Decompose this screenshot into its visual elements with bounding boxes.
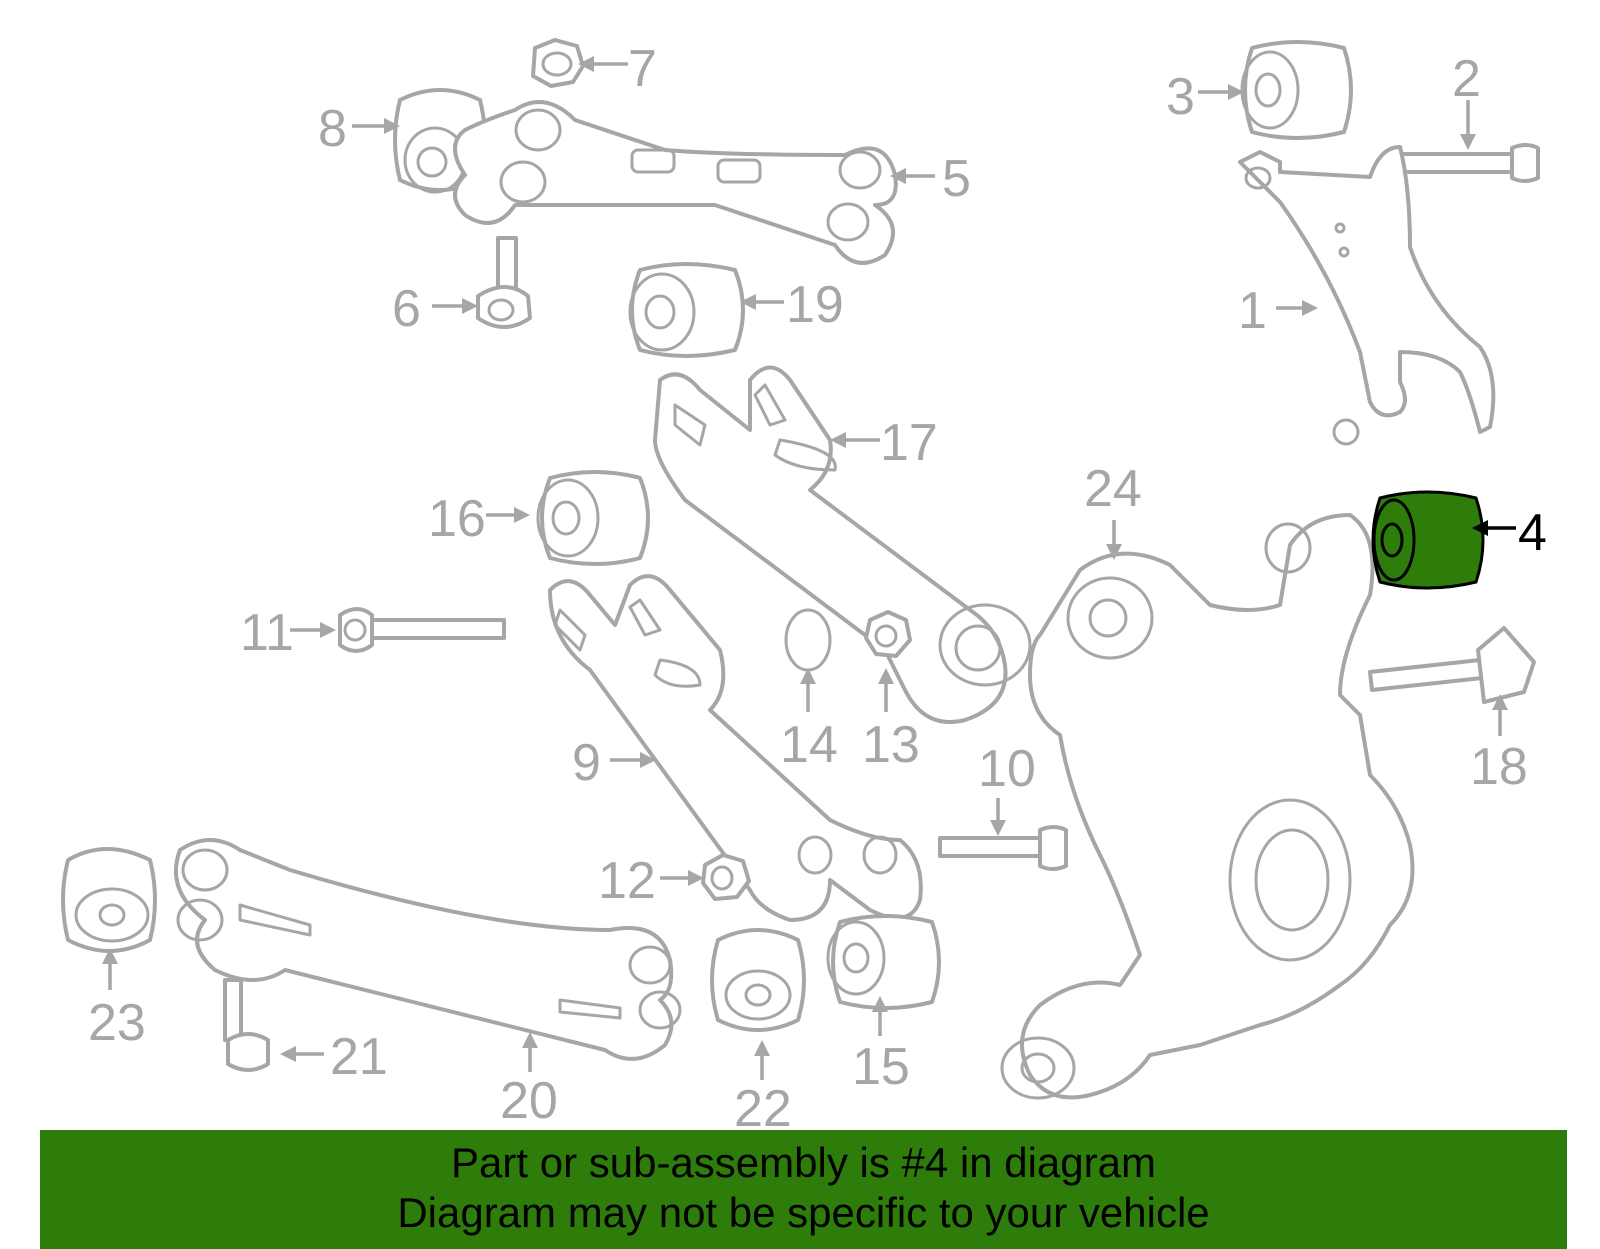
callout-19-label: 19 (786, 276, 844, 334)
part-2-bolt (1398, 143, 1540, 183)
callout-2: 2 (1452, 50, 1481, 150)
callout-24-label: 24 (1084, 460, 1142, 518)
callout-6: 6 (392, 280, 478, 338)
callout-10: 10 (978, 740, 1036, 836)
callout-9: 9 (572, 734, 656, 792)
part-22-bushing (710, 928, 806, 1032)
callout-20-label: 20 (500, 1072, 558, 1130)
callout-1: 1 (1238, 282, 1318, 340)
callout-17: 17 (830, 414, 938, 472)
part-17-lower-arm (653, 365, 1032, 724)
callout-14-label: 14 (780, 716, 838, 774)
callout-4-label: 4 (1518, 504, 1547, 562)
callout-9-label: 9 (572, 734, 601, 792)
part-15-bushing (826, 914, 941, 1010)
footer-line-part-info: Part or sub-assembly is #4 in diagram (451, 1139, 1156, 1186)
callout-7-label: 7 (628, 40, 657, 98)
part-4-bushing-highlighted (1371, 490, 1485, 590)
callout-12: 12 (598, 852, 704, 910)
callout-21-label: 21 (330, 1028, 388, 1086)
callout-3: 3 (1166, 68, 1244, 126)
callout-22: 22 (734, 1040, 792, 1138)
part-11-bolt (338, 607, 506, 653)
callout-13-label: 13 (862, 716, 920, 774)
callout-16-label: 16 (428, 490, 486, 548)
callout-10-label: 10 (978, 740, 1036, 798)
callout-4: 4 (1472, 504, 1547, 562)
callout-11: 11 (240, 604, 336, 662)
callout-19: 19 (740, 276, 844, 334)
callout-8-label: 8 (318, 100, 347, 158)
part-14-o-ring (784, 608, 832, 672)
part-18-cam-bolt (1368, 626, 1536, 704)
part-23-bushing (61, 847, 157, 953)
callout-8: 8 (318, 100, 400, 158)
part-24-knuckle (1000, 513, 1415, 1100)
part-13-nut (864, 610, 912, 658)
part-3-bushing (1240, 40, 1353, 140)
callout-5: 5 (890, 150, 971, 208)
callout-7: 7 (578, 40, 657, 98)
callout-3-label: 3 (1166, 68, 1195, 126)
part-6-bolt (476, 236, 532, 329)
part-5-control-arm (453, 100, 898, 265)
callout-22-label: 22 (734, 1080, 792, 1138)
part-9-link (548, 574, 923, 922)
callout-15-label: 15 (852, 1038, 910, 1096)
callout-1-label: 1 (1238, 282, 1267, 340)
part-20-lower-arm (173, 838, 682, 1061)
part-12-nut (701, 853, 751, 901)
part-21-bolt (223, 978, 270, 1072)
callout-23: 23 (88, 948, 146, 1052)
callout-5-label: 5 (942, 150, 971, 208)
footer-line-disclaimer: Diagram may not be specific to your vehi… (397, 1189, 1210, 1236)
callout-14: 14 (780, 668, 838, 774)
callout-18-label: 18 (1470, 738, 1528, 796)
callout-16: 16 (428, 490, 530, 548)
part-1-link (1238, 145, 1496, 446)
footer-banner: Part or sub-assembly is #4 in diagram Di… (40, 1130, 1567, 1249)
part-16-bushing (536, 470, 650, 566)
callout-2-label: 2 (1452, 50, 1481, 108)
callout-21: 21 (280, 1028, 388, 1086)
callout-20: 20 (500, 1032, 558, 1130)
callout-24: 24 (1084, 460, 1142, 560)
callout-15: 15 (852, 996, 910, 1096)
part-19-bushing (628, 262, 745, 358)
part-10-bolt (938, 825, 1068, 871)
callout-18: 18 (1470, 694, 1528, 796)
callout-13: 13 (862, 668, 920, 774)
callout-17-label: 17 (880, 414, 938, 472)
part-7-nut (531, 38, 585, 88)
callout-6-label: 6 (392, 280, 421, 338)
callout-12-label: 12 (598, 852, 656, 910)
callout-23-label: 23 (88, 994, 146, 1052)
callout-11-label: 11 (240, 604, 294, 662)
